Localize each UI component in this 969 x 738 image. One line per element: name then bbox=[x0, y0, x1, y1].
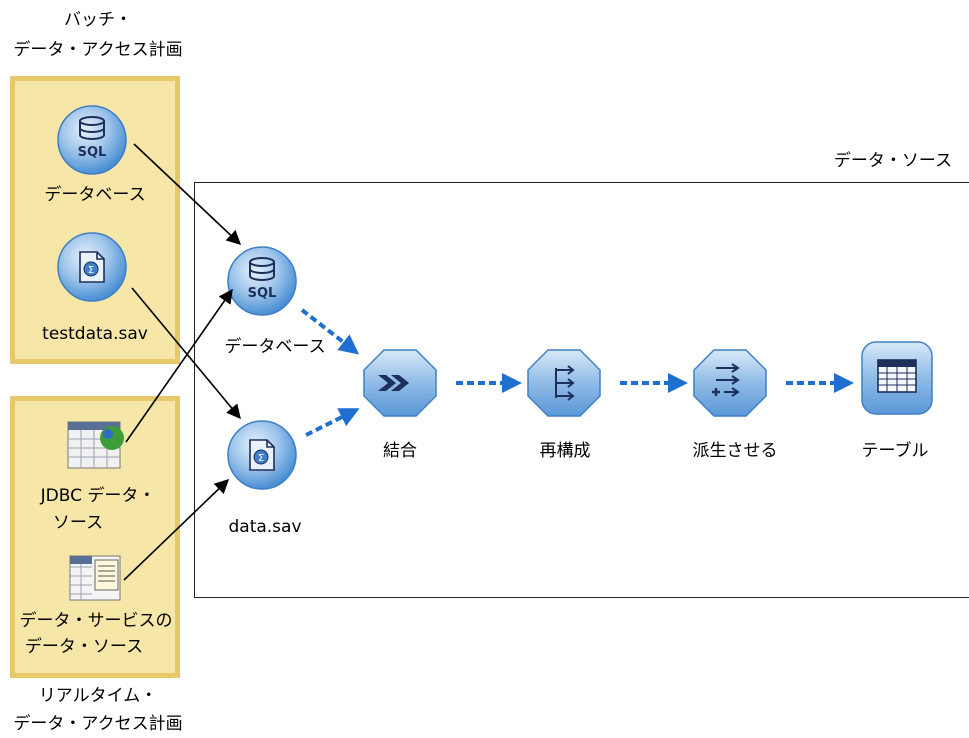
jdbc-source-icon bbox=[67, 421, 124, 469]
svg-text:Σ: Σ bbox=[258, 453, 264, 464]
restructure-node bbox=[527, 349, 601, 417]
merge-node bbox=[363, 349, 437, 417]
ds-database-node: SQL bbox=[227, 246, 297, 316]
batch-plan-title-line1: バッチ・ bbox=[64, 10, 132, 30]
restructure-icon bbox=[555, 365, 575, 401]
arrow-testdata-to-datasav bbox=[131, 287, 241, 420]
ds-datasav-node: Σ bbox=[227, 420, 297, 490]
arrow-dataservice-to-datasav bbox=[123, 479, 230, 581]
realtime-plan-title-line1: リアルタイム・ bbox=[38, 686, 158, 706]
derive-label: 派生させる bbox=[692, 441, 778, 461]
ds-database-label: データベース bbox=[224, 337, 326, 357]
table-label: テーブル bbox=[861, 441, 929, 461]
data-service-source-label-line2: データ・ソース bbox=[24, 637, 144, 657]
restructure-label: 再構成 bbox=[539, 441, 591, 461]
derive-icon bbox=[712, 363, 740, 397]
arrow-jdbc-to-ds-db bbox=[125, 288, 233, 443]
jdbc-source-label-line1: JDBC データ・ bbox=[40, 486, 156, 506]
data-service-source-node bbox=[69, 555, 121, 601]
sql-icon-text: SQL bbox=[248, 286, 277, 301]
derive-node bbox=[693, 349, 767, 417]
flow-datasav-to-merge bbox=[305, 408, 360, 437]
batch-testdata-node: Σ bbox=[57, 232, 127, 302]
arrow-batch-db-to-ds-db bbox=[133, 143, 242, 245]
data-service-source-label-line1: データ・サービスの bbox=[19, 611, 173, 631]
jdbc-source-node bbox=[67, 421, 124, 469]
ds-datasav-label: data.sav bbox=[228, 517, 302, 537]
jdbc-source-label-line2: ソース bbox=[52, 513, 104, 533]
table-node bbox=[861, 341, 933, 415]
sav-file-icon: Σ bbox=[79, 251, 105, 283]
batch-database-label: データベース bbox=[44, 185, 146, 205]
sql-icon-text: SQL bbox=[78, 145, 107, 160]
database-sql-icon bbox=[79, 116, 105, 140]
batch-plan-title-line2: データ・アクセス計画 bbox=[13, 40, 183, 60]
sav-file-icon: Σ bbox=[249, 439, 275, 471]
merge-label: 結合 bbox=[383, 441, 417, 461]
realtime-plan-title-line2: データ・アクセス計画 bbox=[13, 714, 183, 734]
svg-text:Σ: Σ bbox=[88, 265, 94, 276]
merge-icon bbox=[378, 375, 409, 391]
data-source-title: データ・ソース bbox=[833, 151, 953, 171]
batch-testdata-label: testdata.sav bbox=[42, 324, 148, 344]
data-service-source-icon bbox=[69, 555, 121, 601]
flow-db-to-merge bbox=[300, 308, 360, 355]
table-icon bbox=[877, 359, 917, 393]
flow-arrows bbox=[300, 308, 854, 437]
batch-database-node: SQL bbox=[57, 105, 127, 175]
database-sql-icon bbox=[249, 257, 275, 281]
mapping-arrows bbox=[123, 143, 242, 581]
